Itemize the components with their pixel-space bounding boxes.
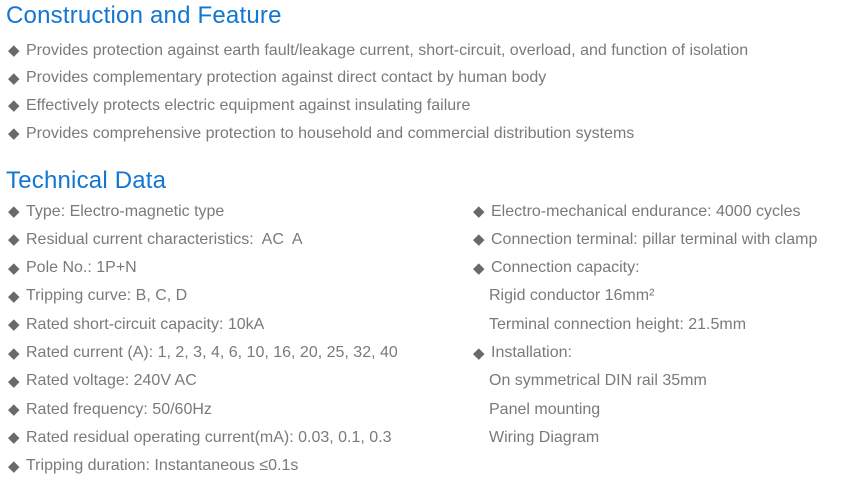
diamond-bullet-icon: ◆ xyxy=(8,97,20,115)
tech-spec-item: ◆ Electro-mechanical endurance: 4000 cyc… xyxy=(471,197,846,225)
tech-spec-text: Residual current characteristics: AC A xyxy=(26,230,303,248)
diamond-bullet-icon: ◆ xyxy=(8,287,20,305)
tech-spec-text: Rated frequency: 50/60Hz xyxy=(26,400,212,418)
tech-spec-text: Installation: xyxy=(491,344,572,361)
tech-spec-item: ◆ Tripping duration: Instantaneous ≤0.1s xyxy=(6,452,471,480)
section-title-construction: Construction and Feature xyxy=(6,2,282,29)
feature-item-text: Provides protection against earth fault/… xyxy=(26,41,749,59)
diamond-bullet-icon: ◆ xyxy=(8,125,20,143)
tech-spec-text: Terminal connection height: 21.5mm xyxy=(489,315,747,333)
tech-spec-text: Panel mounting xyxy=(489,400,601,418)
diamond-bullet-icon: ◆ xyxy=(8,429,20,447)
feature-item: ◆ Provides protection against earth faul… xyxy=(6,37,846,65)
tech-spec-text: Rated short-circuit capacity: 10kA xyxy=(26,315,265,333)
technical-data-columns: ◆ Type: Electro-magnetic type ◆ Residual… xyxy=(6,197,846,480)
feature-item: ◆ Provides complementary protection agai… xyxy=(6,65,846,93)
diamond-bullet-icon: ◆ xyxy=(8,69,20,87)
tech-spec-text: Connection capacity: xyxy=(491,259,640,277)
tech-spec-text: Pole No.: 1P+N xyxy=(26,259,137,277)
tech-spec-text: Rated current (A): 1, 2, 3, 4, 6, 10, 16… xyxy=(26,344,398,361)
diamond-bullet-icon: ◆ xyxy=(8,259,20,277)
diamond-bullet-icon: ◆ xyxy=(473,259,485,277)
tech-spec-text: Wiring Diagram xyxy=(489,428,600,446)
tech-spec-item: ◆ Installation: xyxy=(471,339,846,367)
tech-spec-text: Tripping duration: Instantaneous ≤0.1s xyxy=(26,457,299,475)
tech-spec-item: ◆ Type: Electro-magnetic type xyxy=(6,197,471,225)
tech-spec-text: Tripping curve: B, C, D xyxy=(26,287,188,305)
feature-list: ◆ Provides protection against earth faul… xyxy=(6,37,846,147)
tech-spec-item: ◆ Connection terminal: pillar terminal w… xyxy=(471,226,846,254)
diamond-bullet-icon: ◆ xyxy=(8,401,20,419)
feature-item-text: Provides complementary protection agains… xyxy=(26,69,547,87)
tech-spec-item: ◆ Rated frequency: 50/60Hz xyxy=(6,395,471,423)
tech-spec-item: ◆ Rated voltage: 240V AC xyxy=(6,367,471,395)
feature-item-text: Effectively protects electric equipment … xyxy=(26,96,471,114)
feature-item: ◆ Provides comprehensive protection to h… xyxy=(6,120,846,148)
tech-spec-text: On symmetrical DIN rail 35mm xyxy=(489,372,707,390)
tech-spec-subitem: Terminal connection height: 21.5mm xyxy=(471,311,846,339)
technical-left-column: ◆ Type: Electro-magnetic type ◆ Residual… xyxy=(6,197,471,480)
tech-spec-text: Electro-mechanical endurance: 4000 cycle… xyxy=(491,202,801,220)
feature-item: ◆ Effectively protects electric equipmen… xyxy=(6,92,846,120)
diamond-bullet-icon: ◆ xyxy=(8,457,20,475)
tech-spec-subitem: Rigid conductor 16mm² xyxy=(471,282,846,310)
tech-spec-item: ◆ Pole No.: 1P+N xyxy=(6,254,471,282)
diamond-bullet-icon: ◆ xyxy=(8,203,20,221)
tech-spec-item: ◆ Rated short-circuit capacity: 10kA xyxy=(6,311,471,339)
diamond-bullet-icon: ◆ xyxy=(473,231,485,249)
tech-spec-item: ◆ Residual current characteristics: AC A xyxy=(6,226,471,254)
tech-spec-item: ◆ Connection capacity: xyxy=(471,254,846,282)
diamond-bullet-icon: ◆ xyxy=(8,42,20,60)
tech-spec-subitem: Wiring Diagram xyxy=(471,424,846,452)
diamond-bullet-icon: ◆ xyxy=(8,372,20,390)
technical-right-column: ◆ Electro-mechanical endurance: 4000 cyc… xyxy=(471,197,846,480)
tech-spec-subitem: Panel mounting xyxy=(471,395,846,423)
tech-spec-item: ◆ Rated residual operating current(mA): … xyxy=(6,424,471,452)
tech-spec-text: Type: Electro-magnetic type xyxy=(26,202,225,220)
section-title-technical: Technical Data xyxy=(6,167,167,195)
tech-spec-subitem: On symmetrical DIN rail 35mm xyxy=(471,367,846,395)
diamond-bullet-icon: ◆ xyxy=(473,203,485,221)
diamond-bullet-icon: ◆ xyxy=(8,231,20,249)
tech-spec-item: ◆ Tripping curve: B, C, D xyxy=(6,282,471,310)
diamond-bullet-icon: ◆ xyxy=(8,344,20,362)
tech-spec-text: Rated residual operating current(mA): 0.… xyxy=(26,428,392,446)
tech-spec-text: Rigid conductor 16mm² xyxy=(489,287,655,305)
diamond-bullet-icon: ◆ xyxy=(473,344,485,362)
tech-spec-text: Rated voltage: 240V AC xyxy=(26,372,197,390)
diamond-bullet-icon: ◆ xyxy=(8,316,20,334)
feature-item-text: Provides comprehensive protection to hou… xyxy=(26,124,635,142)
tech-spec-item: ◆ Rated current (A): 1, 2, 3, 4, 6, 10, … xyxy=(6,339,471,367)
tech-spec-text: Connection terminal: pillar terminal wit… xyxy=(491,230,818,248)
